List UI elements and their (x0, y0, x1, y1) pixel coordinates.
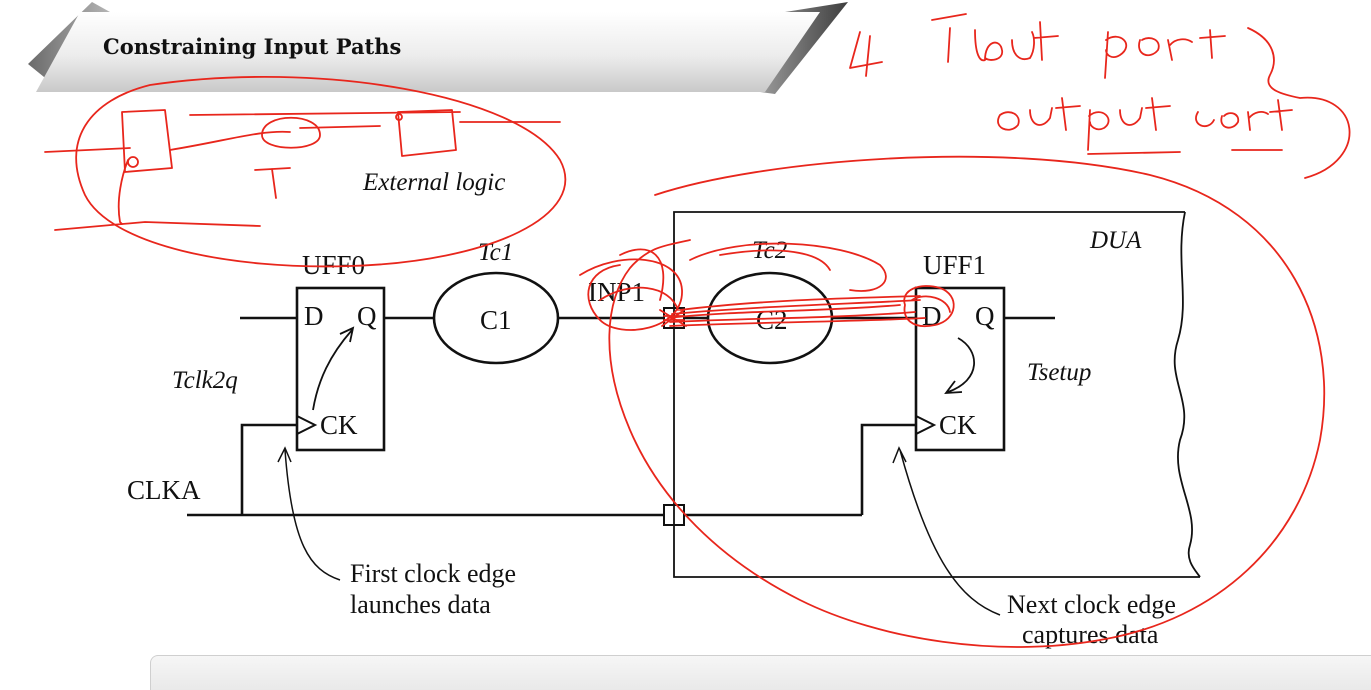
capture-pointer (892, 446, 1001, 616)
note-underline (1087, 149, 1283, 155)
c2-path-scribble (667, 295, 926, 327)
tc2-loop-scribble (689, 242, 887, 292)
setup-arrow (944, 337, 975, 395)
clock-network (187, 423, 916, 517)
uff0-d-pin-label: D (304, 301, 324, 331)
external-logic-label: External logic (362, 169, 505, 196)
external-logic-sketch-cloud (261, 116, 321, 149)
uff0-ck-pin-label: CK (320, 410, 358, 440)
tc1-label: Tc1 (478, 239, 513, 266)
dua-boundary (673, 211, 1201, 578)
launch-caption-line2: launches data (350, 590, 491, 619)
external-logic-sketch-flop-b (397, 109, 457, 157)
uff1-ck-pin-label: CK (939, 410, 977, 440)
bottom-bar (150, 655, 1371, 690)
external-logic-sketch-wires (44, 111, 561, 231)
uff0-q-pin-label: Q (357, 301, 377, 331)
note-number-4 (849, 31, 883, 77)
c2-label: C2 (756, 305, 788, 335)
tclk2q-label: Tclk2q (172, 367, 238, 394)
launch-pointer (277, 446, 341, 581)
external-logic-sketch-clock (117, 159, 129, 225)
capture-caption-line2: captures data (1022, 620, 1159, 649)
dua-label: DUA (1089, 227, 1142, 254)
inp1-port (663, 307, 685, 329)
external-logic-sketch-flop-a (121, 109, 173, 173)
launch-caption-line1: First clock edge (350, 559, 516, 588)
dua-encircle-loop (608, 155, 1326, 648)
note-text-output-port (997, 97, 1293, 151)
note-text-input-port (931, 13, 1226, 79)
inp1-port-scribble (659, 309, 687, 327)
external-logic-sketch-loop (75, 75, 567, 268)
note-brace (1247, 27, 1351, 179)
tsetup-label: Tsetup (1027, 359, 1091, 386)
uff1-d-scribble (903, 285, 955, 328)
uff1-d-pin-label: D (922, 301, 942, 331)
inp1-scribble (579, 248, 683, 331)
clk-to-q-arrow (312, 326, 355, 411)
capture-caption-line1: Next clock edge (1007, 590, 1176, 619)
clka-label: CLKA (127, 475, 201, 505)
sketch-letter-t (254, 167, 291, 199)
uff1-label: UFF1 (923, 250, 986, 280)
c1-label: C1 (480, 305, 512, 335)
slide-title: Constraining Input Paths (103, 34, 402, 59)
uff1-q-pin-label: Q (975, 301, 995, 331)
